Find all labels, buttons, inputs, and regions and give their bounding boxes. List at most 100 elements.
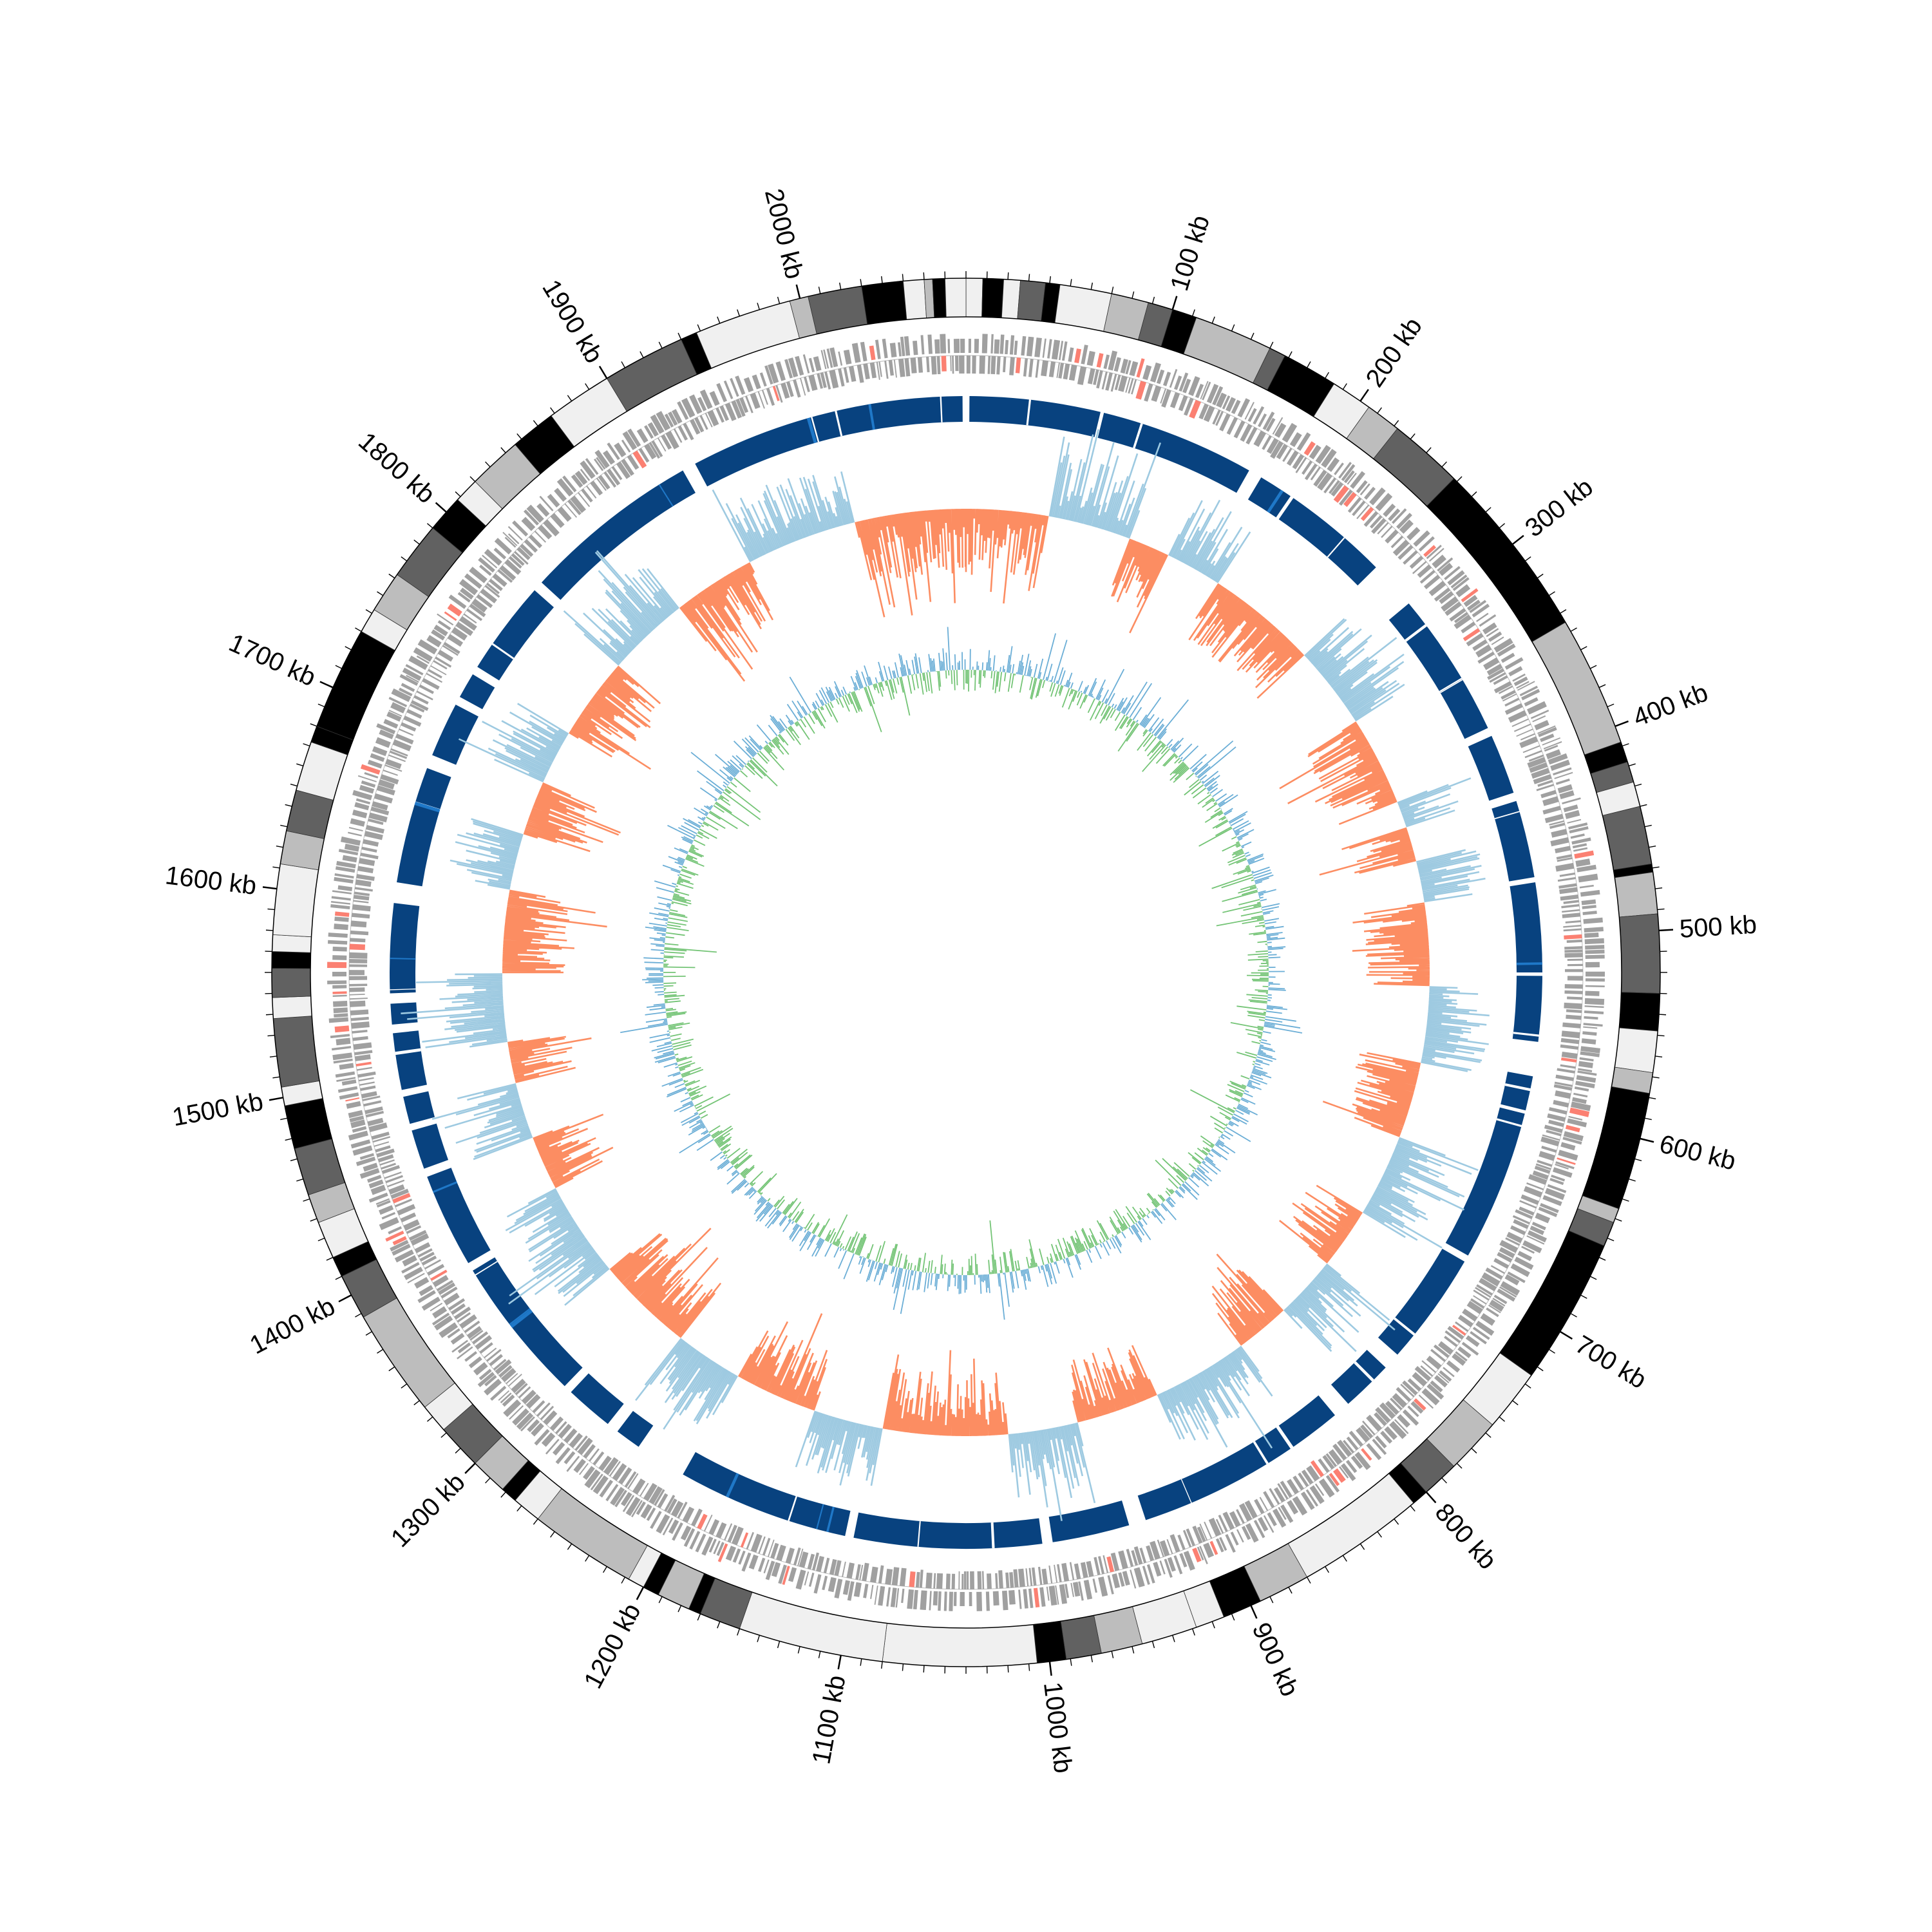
- gene-feature: [335, 866, 355, 873]
- gene-feature: [459, 1314, 477, 1329]
- block-gap: [1354, 1361, 1374, 1382]
- gene-feature: [1423, 574, 1441, 590]
- gene-feature: [1560, 1057, 1577, 1063]
- tick-label: 1400 kb: [245, 1292, 339, 1359]
- gene-feature: [1225, 1534, 1236, 1553]
- gene-feature: [584, 1469, 601, 1489]
- gene-feature: [397, 1204, 416, 1216]
- minor-tick: [1622, 1198, 1629, 1202]
- gene-feature: [1557, 1068, 1575, 1074]
- gene-feature: [1375, 1435, 1387, 1449]
- gene-feature: [334, 876, 354, 884]
- gene-feature: [1257, 1517, 1269, 1532]
- block: [1278, 1395, 1335, 1447]
- gene-feature: [367, 1117, 384, 1126]
- gene-feature: [406, 674, 419, 683]
- gene-feature: [804, 1571, 810, 1586]
- gene-feature: [842, 1580, 850, 1595]
- gene-feature: [593, 458, 604, 471]
- gene-feature: [625, 1497, 641, 1517]
- gene-feature: [521, 516, 536, 531]
- gene-feature: [661, 434, 672, 450]
- gene-feature: [349, 952, 368, 959]
- gene-feature: [691, 1508, 703, 1527]
- gene-feature: [1350, 471, 1366, 489]
- gene-feature: [1565, 920, 1581, 923]
- gene-feature: [1583, 1026, 1598, 1029]
- gene-feature: [562, 475, 577, 493]
- gene-feature: [967, 1571, 969, 1589]
- gene-feature: [1245, 426, 1258, 445]
- gene-feature: [1544, 744, 1558, 752]
- gene-feature: [1564, 934, 1582, 940]
- minor-tick: [1598, 1256, 1606, 1261]
- gene-feature: [434, 1315, 453, 1331]
- gene-feature: [349, 970, 365, 976]
- gene-feature: [970, 1571, 974, 1589]
- gene-feature: [392, 1236, 407, 1245]
- minor-tick: [335, 1276, 343, 1280]
- gene-feature: [364, 831, 383, 840]
- gene-feature: [632, 1478, 646, 1495]
- gene-feature: [1585, 985, 1605, 988]
- major-tick: [435, 502, 447, 513]
- gene-feature: [828, 1577, 837, 1593]
- gene-feature: [547, 493, 560, 508]
- gene-feature: [334, 911, 350, 917]
- gene-feature: [707, 410, 719, 427]
- gene-feature: [1557, 876, 1576, 882]
- gene-feature: [524, 539, 538, 553]
- gene-feature: [1197, 1546, 1204, 1561]
- gene-feature: [1555, 778, 1570, 785]
- gene-feature: [484, 549, 502, 566]
- gene-feature: [1105, 372, 1113, 391]
- gene-feature: [1383, 504, 1396, 517]
- gene-feature: [1305, 1489, 1319, 1507]
- gene-feature: [1562, 1022, 1581, 1028]
- gene-feature: [860, 341, 867, 362]
- gene-feature: [904, 336, 911, 356]
- gene-feature: [368, 812, 388, 822]
- gene-feature: [936, 1573, 943, 1589]
- gene-feature: [664, 413, 674, 428]
- gene-feature: [507, 533, 520, 545]
- gene-feature: [379, 1205, 394, 1215]
- gene-feature: [927, 334, 933, 354]
- gene-feature: [614, 1490, 627, 1508]
- gene-feature: [363, 838, 379, 847]
- block: [1501, 1072, 1533, 1111]
- gene-feature: [350, 1139, 371, 1149]
- block: [571, 1373, 624, 1425]
- gene-feature: [907, 1589, 914, 1609]
- tick-label: 800 kb: [1430, 1498, 1502, 1575]
- gene-feature: [401, 722, 417, 732]
- gene-feature: [404, 1267, 423, 1280]
- tick-label: 1800 kb: [353, 427, 440, 509]
- gene-feature: [1449, 608, 1466, 622]
- block-ring: [390, 396, 1542, 1549]
- gene-feature: [1584, 933, 1599, 938]
- gene-feature: [574, 1435, 588, 1451]
- gene-feature: [381, 1162, 396, 1170]
- gene-feature: [716, 383, 728, 402]
- gene-feature: [1550, 837, 1569, 847]
- gene-feature: [1546, 749, 1561, 760]
- gene-feature: [484, 1378, 502, 1396]
- gene-feature: [1554, 1081, 1573, 1087]
- minor-tick: [290, 1158, 298, 1162]
- gene-feature: [1585, 990, 1600, 996]
- gene-feature: [1534, 719, 1549, 731]
- gene-feature: [368, 1179, 384, 1189]
- gene-feature: [1420, 1365, 1434, 1377]
- gene-feature: [357, 1071, 376, 1078]
- minor-tick: [567, 1543, 573, 1550]
- gene-feature: [1507, 1271, 1526, 1283]
- minor-tick: [1580, 646, 1587, 650]
- gene-feature: [1535, 1212, 1551, 1224]
- gene-feature: [1564, 990, 1583, 994]
- gene-feature: [1182, 378, 1191, 393]
- gene-feature: [1118, 1572, 1125, 1587]
- gene-feature: [1564, 810, 1580, 819]
- gene-feature: [1493, 675, 1508, 685]
- gene-feature: [938, 1591, 942, 1611]
